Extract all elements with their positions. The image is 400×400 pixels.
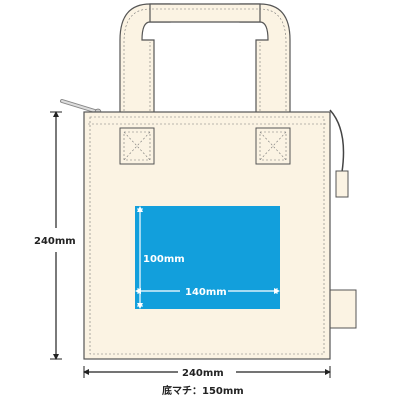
print-area: 100mm 140mm xyxy=(135,206,280,309)
side-tab-icon xyxy=(325,289,357,329)
gusset-label: 底マチ：150mm xyxy=(162,384,244,397)
handle-top-strap xyxy=(149,3,261,23)
print-width-label: 140mm xyxy=(185,287,227,298)
bag-width-label: 240mm xyxy=(182,368,224,379)
print-height-label: 100mm xyxy=(143,254,185,265)
bag-height-dimension: 240mm xyxy=(34,111,76,360)
bag-height-label: 240mm xyxy=(34,236,76,247)
zipper-cord-icon xyxy=(329,109,349,198)
x-stitch-icon xyxy=(255,127,291,165)
x-stitch-icon xyxy=(119,127,155,165)
bag-width-dimension: 240mm xyxy=(83,366,331,379)
